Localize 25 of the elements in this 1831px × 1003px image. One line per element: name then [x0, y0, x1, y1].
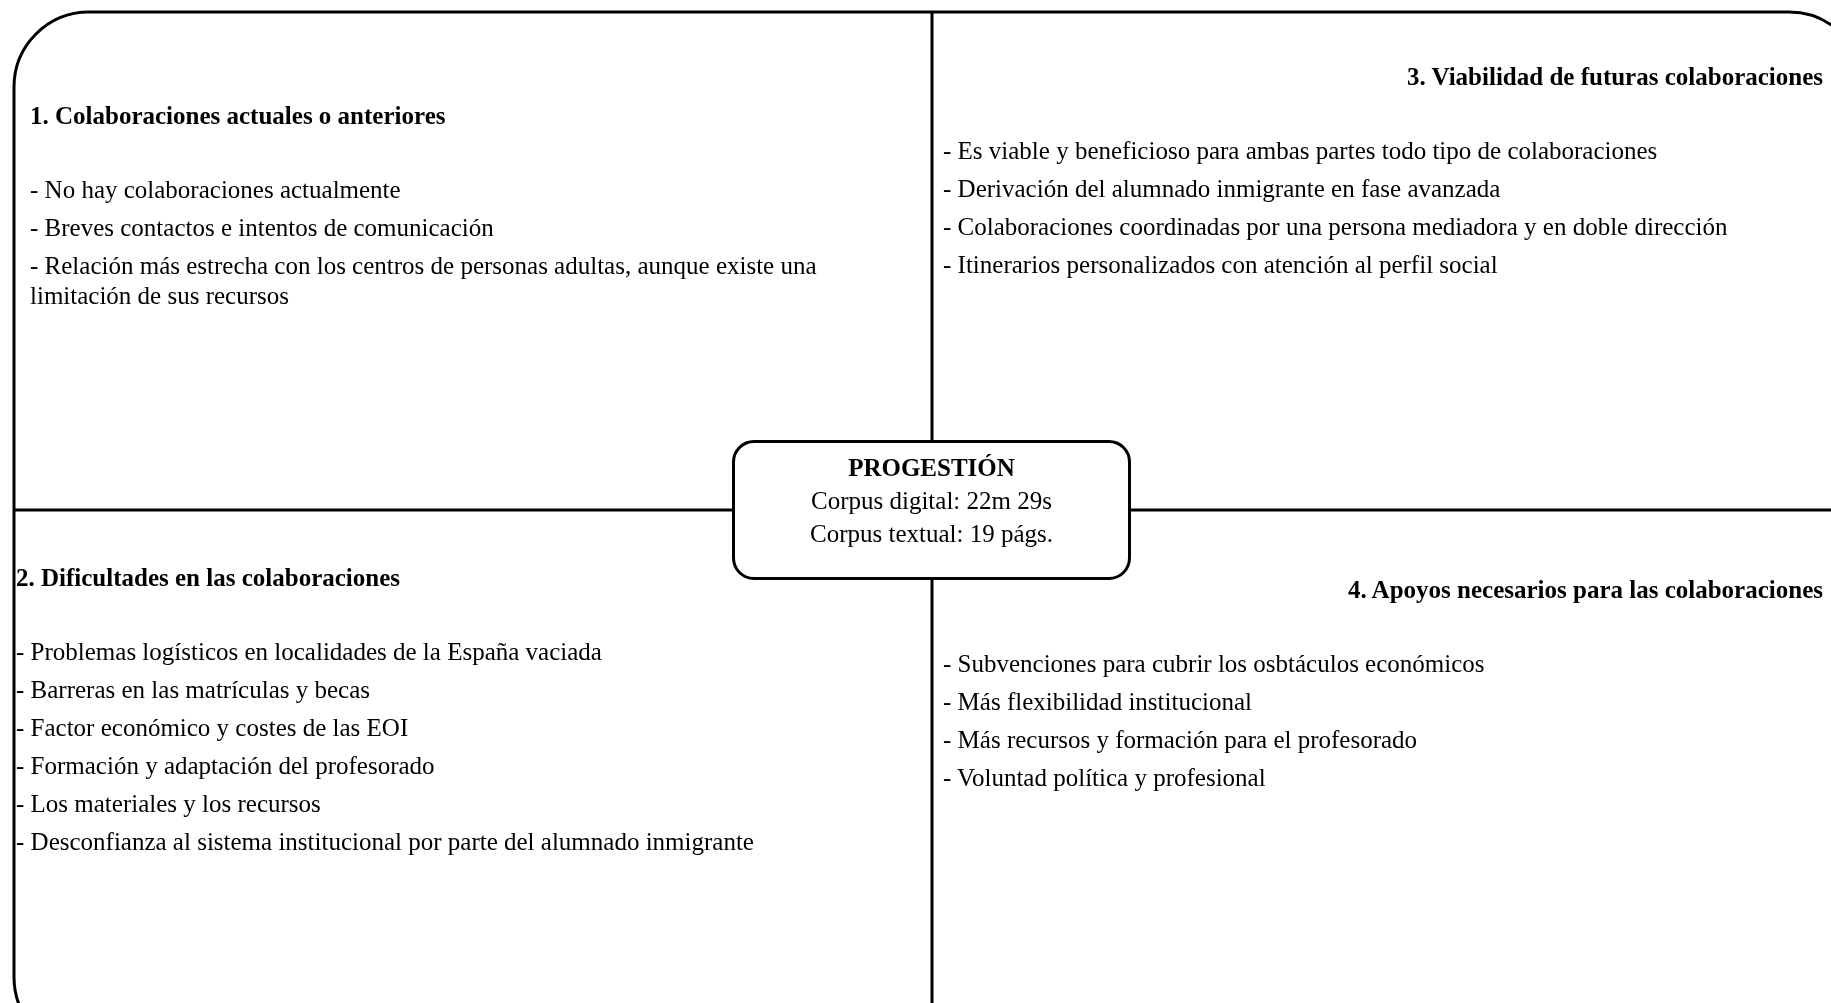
list-item: - Más flexibilidad institucional — [943, 687, 1253, 717]
center-box — [732, 440, 1131, 580]
list-item: - Problemas logísticos en localidades de la España vaciada — [16, 637, 603, 667]
section-heading: 4. Apoyos necesarios para las colaboraciones — [1347, 575, 1823, 605]
section-heading: 1. Colaboraciones actuales o anteriores — [30, 101, 447, 131]
corpus-info: Corpus textual: 19 págs. — [809, 519, 1054, 549]
list-item: - Relación más estrecha con los centros de personas adultas, aunque existe una limitación de sus recursos — [30, 251, 818, 311]
list-item: - Voluntad política y profesional — [943, 763, 1267, 793]
list-item: - Más recursos y formación para el profesorado — [943, 725, 1419, 755]
list-item: - Breves contactos e intentos de comunicación — [30, 213, 495, 243]
list-item: - Barreras en las matrículas y becas — [16, 675, 371, 705]
section-heading: 3. Viabilidad de futuras colaboraciones — [1406, 62, 1823, 92]
center-title: PROGESTIÓN — [847, 453, 1016, 483]
list-item: - Itinerarios personalizados con atención al perfil social — [943, 250, 1499, 280]
list-item: - Factor económico y costes de las EOI — [16, 713, 410, 743]
corpus-info: Corpus digital: 22m 29s — [810, 486, 1053, 516]
list-item: - Formación y adaptación del profesorado — [16, 751, 436, 781]
list-item: - Colaboraciones coordinadas por una persona mediadora y en doble dirección — [943, 212, 1729, 242]
list-item: - Es viable y beneficioso para ambas partes todo tipo de colaboraciones — [943, 136, 1659, 166]
section-heading: 2. Dificultades en las colaboraciones — [16, 563, 401, 593]
list-item: - No hay colaboraciones actualmente — [30, 175, 402, 205]
list-item: - Subvenciones para cubrir los osbtáculos económicos — [943, 649, 1486, 679]
list-item: - Los materiales y los recursos — [16, 789, 322, 819]
list-item: - Desconfianza al sistema institucional por parte del alumnado inmigrante — [16, 827, 755, 857]
list-item: - Derivación del alumnado inmigrante en fase avanzada — [943, 174, 1502, 204]
